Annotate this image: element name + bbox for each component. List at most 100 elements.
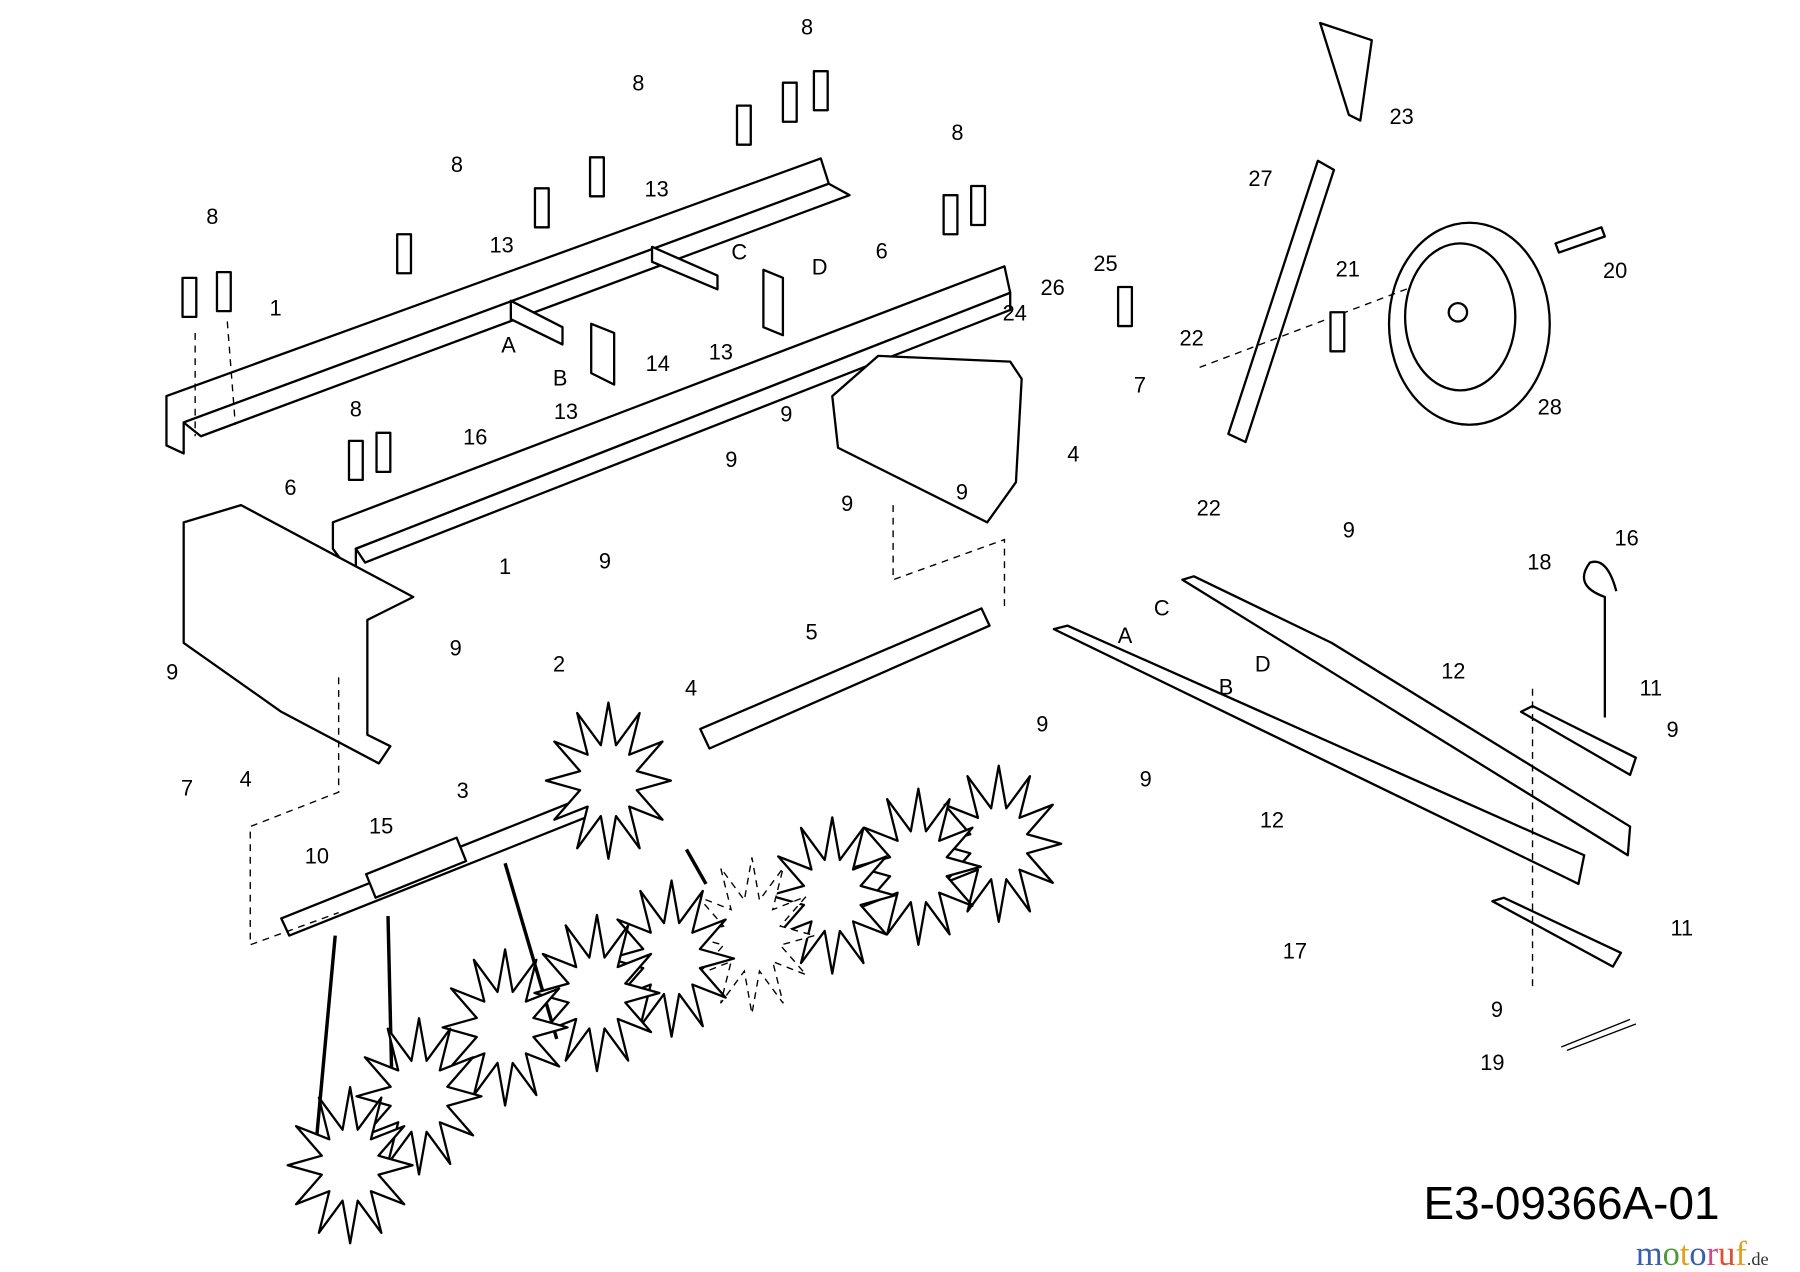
- callout-8: 8: [632, 71, 644, 96]
- handle-27: [1227, 159, 1336, 444]
- bolt-8: [375, 431, 392, 473]
- callout-13: 13: [490, 233, 514, 258]
- callout-6: 6: [284, 475, 296, 500]
- hair-pin-clip-19: [1560, 1018, 1637, 1052]
- callout-9: 9: [780, 401, 792, 426]
- bracket-6-right: [831, 354, 1023, 524]
- star-tine-wheel-2: [544, 701, 673, 860]
- plate-11: [1491, 896, 1623, 968]
- callout-9: 9: [1491, 997, 1503, 1022]
- callout-B: B: [1219, 675, 1234, 700]
- callout-4: 4: [1067, 442, 1079, 467]
- callout-D: D: [1255, 652, 1271, 677]
- bolt-8: [181, 276, 198, 319]
- bolt-8: [942, 194, 959, 236]
- tongue-bar-12: [1181, 575, 1632, 857]
- callout-18: 18: [1527, 549, 1551, 574]
- callout-11: 11: [1639, 676, 1662, 701]
- callout-12: 12: [1441, 658, 1465, 683]
- star-tine-wheel-2: [286, 1086, 414, 1245]
- callout-9: 9: [841, 491, 853, 516]
- callout-2: 2: [553, 652, 565, 677]
- assembly-guide: [226, 321, 237, 425]
- callout-17: 17: [1283, 939, 1307, 964]
- assembly-guide: [249, 677, 340, 946]
- callout-13: 13: [554, 399, 578, 424]
- callout-9: 9: [1343, 517, 1355, 542]
- callout-4: 4: [240, 766, 252, 791]
- star-tine-wheel-2: [355, 1017, 483, 1176]
- callout-22: 22: [1197, 495, 1221, 520]
- callout-D: D: [812, 254, 828, 279]
- callout-7: 7: [1134, 373, 1146, 398]
- callout-B: B: [553, 366, 568, 391]
- callout-20: 20: [1603, 258, 1627, 283]
- callout-27: 27: [1248, 166, 1272, 191]
- callout-8: 8: [206, 204, 218, 229]
- callout-8: 8: [451, 152, 463, 177]
- callout-12: 12: [1260, 808, 1284, 833]
- axle-5: [699, 607, 991, 750]
- beam-1-lower-flange: [354, 291, 1012, 564]
- hitch-pin-16: [1582, 560, 1618, 718]
- callout-24: 24: [1003, 300, 1027, 325]
- callout-10: 10: [305, 843, 329, 868]
- pin-20: [1554, 226, 1606, 254]
- callout-16: 16: [463, 424, 487, 449]
- bracket-13: [650, 245, 719, 291]
- callout-3: 3: [457, 778, 469, 803]
- diagram-code: E3-09366A-01: [1423, 1177, 1719, 1229]
- callout-22: 22: [1179, 326, 1203, 351]
- bolt-8: [735, 104, 752, 146]
- star-tine-wheel-2: [854, 787, 982, 946]
- bolt-8: [970, 184, 987, 227]
- callout-C: C: [1154, 595, 1170, 620]
- callout-21: 21: [1336, 257, 1360, 282]
- callout-A: A: [501, 332, 516, 357]
- callout-26: 26: [1041, 275, 1065, 300]
- callout-9: 9: [725, 447, 737, 472]
- callout-7: 7: [181, 776, 193, 801]
- grip-23: [1319, 21, 1373, 122]
- bolt-8: [1329, 311, 1346, 353]
- parts-layer: [165, 21, 1637, 1149]
- bracket-13: [509, 299, 564, 346]
- bolt-8: [781, 81, 798, 123]
- bolt-8: [588, 156, 605, 198]
- callout-C: C: [731, 239, 747, 264]
- bracket-13: [590, 322, 616, 386]
- plate-11: [1519, 704, 1637, 777]
- callout-25: 25: [1093, 251, 1117, 276]
- assembly-guide: [1199, 286, 1413, 369]
- callout-6: 6: [876, 238, 888, 263]
- callout-13: 13: [645, 176, 669, 201]
- callout-1: 1: [499, 554, 511, 579]
- callout-4: 4: [685, 676, 697, 701]
- star-wheels: [286, 701, 1063, 1245]
- watermark-logo: motoruf.de: [1636, 1235, 1769, 1272]
- bolt-8: [1116, 285, 1134, 328]
- callout-9: 9: [1140, 766, 1152, 791]
- callout-9: 9: [1667, 717, 1679, 742]
- callout-9: 9: [1036, 711, 1048, 736]
- callout-9: 9: [450, 636, 462, 661]
- callout-9: 9: [956, 479, 968, 504]
- callout-19: 19: [1480, 1050, 1504, 1075]
- callout-9: 9: [166, 660, 178, 685]
- star-tine-wheel-2: [441, 948, 569, 1107]
- bolt-8: [396, 233, 413, 275]
- bolt-8: [812, 70, 829, 112]
- callout-15: 15: [369, 813, 393, 838]
- bolts: [181, 70, 1346, 482]
- tongue-bar-12: [1052, 624, 1586, 886]
- callout-23: 23: [1390, 104, 1414, 129]
- bolt-8: [347, 439, 364, 482]
- callout-28: 28: [1538, 394, 1562, 419]
- callout-5: 5: [806, 619, 818, 644]
- bolt-8: [533, 187, 550, 229]
- assembly-guide: [892, 505, 1006, 609]
- callout-8: 8: [951, 120, 963, 145]
